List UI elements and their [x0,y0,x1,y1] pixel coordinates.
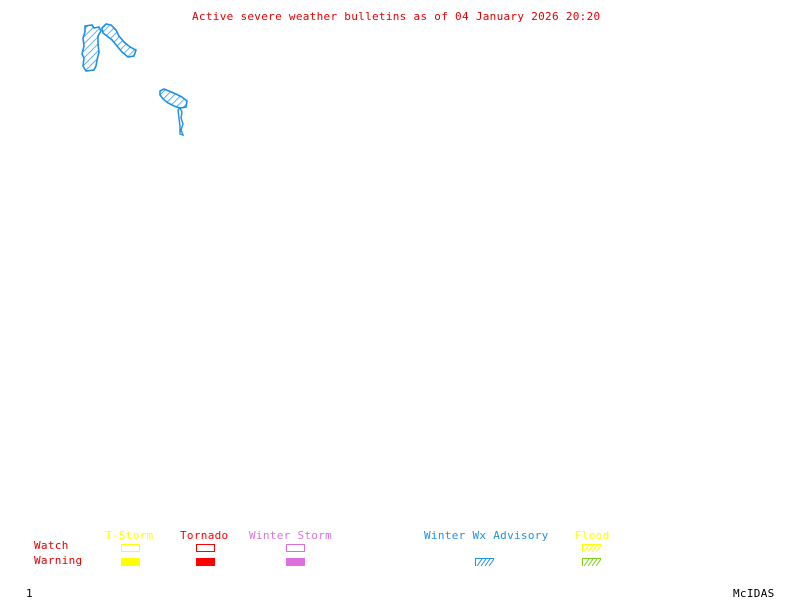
legend-flood-watch-swatch [582,544,601,552]
alert-area-2[interactable] [101,23,137,58]
alert-map [81,23,188,137]
legend-winter-advisory-label: Winter Wx Advisory [424,529,549,542]
legend-tstorm-warning-swatch [121,558,140,566]
legend-tornado-watch-swatch [196,544,215,552]
legend-winter-storm-watch-swatch [286,544,305,552]
alert-area-3-stem [177,106,185,137]
legend-warning-label: Warning [34,554,83,567]
alert-area-1[interactable] [81,24,102,72]
legend-flood-label: Flood [575,529,610,542]
legend-winter-storm-label: Winter Storm [249,529,333,542]
legend-flood-warning-swatch [582,558,601,566]
legend-tstorm-label: T-Storm [105,529,154,542]
legend-tstorm-watch-swatch [121,544,140,552]
legend-winter-storm-warning-swatch [286,558,305,566]
legend-tornado-label: Tornado [180,529,229,542]
legend-winter-advisory-warning-swatch [475,558,494,566]
legend-tornado-warning-swatch [196,558,215,566]
page-number: 1 [26,587,33,600]
bulletin-title: Active severe weather bulletins as of 04… [192,10,601,23]
brand-label: McIDAS [733,587,775,600]
alert-area-3[interactable] [159,88,188,109]
legend-watch-label: Watch [34,539,69,552]
